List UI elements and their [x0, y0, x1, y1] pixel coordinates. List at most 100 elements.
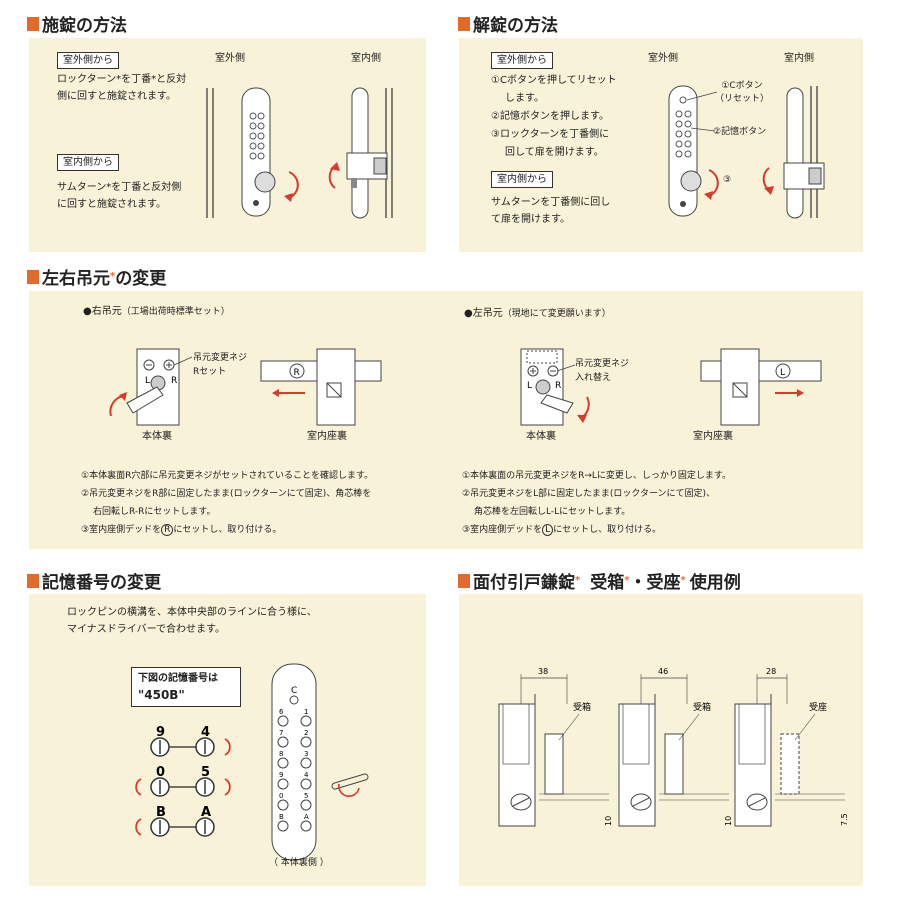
unlock-section-title: 解錠の方法 [458, 11, 558, 36]
usage-example-2: 46 10 受箱 [618, 667, 733, 827]
keypad-body [271, 663, 317, 861]
rotate-arrow-icon [224, 738, 231, 756]
keypad-key [277, 736, 289, 748]
lock-panel: 室外側から ロックターン*を丁番*と反対側に回すと施錠されます。 室内側から サ… [29, 38, 426, 252]
keypad-key-label: 0 [279, 792, 283, 800]
keypad-key [277, 799, 289, 811]
hand-section-title: 左右吊元*の変更 [27, 264, 166, 289]
keypad-key [300, 736, 312, 748]
rotate-arrow-icon [580, 396, 590, 419]
label-step-3: ③ [723, 175, 732, 185]
lock-pin-icon [150, 737, 170, 757]
keypad-key-label: 6 [279, 708, 284, 716]
memory-intro: ロックピンの横溝を、本体中央部のラインに合う様に、マイナスドライバーで合わせます… [67, 607, 317, 635]
circle-l-icon [775, 363, 791, 379]
usage-label: 受箱 [573, 701, 591, 713]
keypad-key-label: B [279, 813, 284, 821]
keypad-key-label: 3 [304, 750, 308, 758]
lr-label-r: R [171, 376, 177, 386]
svg-text:L: L [780, 368, 785, 378]
unlock-outside-tag: 室外側から [491, 52, 553, 69]
pin-label: B [156, 805, 166, 820]
usage-dim-label: 28 [766, 667, 776, 676]
pin-label: 4 [201, 725, 210, 740]
usage-section-title: 面付引戸鎌錠*受箱*・受座*使用例 [458, 568, 741, 593]
keypad-key-label: 7 [279, 729, 283, 737]
lock-inside-tag: 室内側から [57, 154, 119, 171]
lock-section-title: 施錠の方法 [27, 11, 127, 36]
svg-text:R: R [294, 368, 300, 378]
unlock-col-outdoor: 室外側 [648, 53, 678, 64]
left-caption-seat: 室内座裏 [693, 431, 733, 442]
rotate-arrow-icon [338, 783, 360, 797]
title-marker [27, 573, 39, 588]
keypad-key [300, 778, 312, 790]
pin-label: 5 [201, 765, 210, 780]
keypad-key-label: A [304, 813, 309, 821]
lock-pin-icon [195, 777, 215, 797]
unlock-steps: ①Cボタンを押してリセット します。 ②記憶ボタンを押します。 ③ロックターンを… [491, 75, 617, 158]
unlock-col-indoor: 室内側 [784, 53, 814, 64]
memory-panel: ロックピンの横溝を、本体中央部のラインに合う様に、マイナスドライバーで合わせます… [29, 594, 426, 886]
title-marker [458, 573, 470, 588]
usage-small-dim: 10 [724, 816, 733, 826]
left-hand-heading: ●左吊元（現地にて変更願います） [464, 308, 611, 319]
lock-illustration [206, 87, 393, 219]
keypad-key-label: 8 [279, 750, 283, 758]
right-hand-heading: ●右吊元（工場出荷時標準セット） [83, 306, 230, 317]
unlock-illustration [668, 85, 825, 219]
keypad-key [277, 778, 289, 790]
label-c-button: ①Cボタン（リセット） [715, 81, 770, 104]
keypad-key [277, 757, 289, 769]
right-caption-body: 本体裏 [142, 431, 172, 442]
usage-label: 受箱 [693, 701, 711, 713]
lock-outside-tag: 室外側から [57, 52, 119, 69]
lock-pin-icon [195, 817, 215, 837]
left-notes: ①本体裏面の吊元変更ネジをR→Lに変更し、しっかり固定します。 ②吊元変更ネジを… [462, 471, 731, 536]
unlock-inside-tag: 室内側から [491, 171, 553, 188]
usage-label: 受座 [809, 701, 827, 713]
left-callout: 吊元変更ネジ入れ替え [575, 359, 630, 383]
keypad-key-label: 1 [304, 708, 308, 716]
keypad-c-label: C [291, 686, 297, 696]
memory-number-box: 下図の記憶番号は"450B" [131, 667, 241, 707]
usage-dim-label: 46 [658, 667, 668, 676]
left-caption-body: 本体裏 [526, 431, 556, 442]
keypad-key-label: 9 [279, 771, 283, 779]
keypad-key [277, 820, 289, 832]
memory-section-title: 記憶番号の変更 [27, 568, 161, 593]
unlock-body-indoor [786, 87, 804, 219]
keypad-key [300, 715, 312, 727]
keypad-key-label: 5 [304, 792, 308, 800]
circle-r-icon [289, 363, 305, 379]
unlock-body-outdoor [668, 85, 698, 217]
usage-small-dim: 7.5 [840, 813, 849, 826]
memory-caption: （ 本体裏側 ） [269, 858, 329, 868]
lock-col-indoor: 室内側 [351, 53, 381, 64]
unlock-inside-text: サムターンを丁番側に回して扉を開けます。 [491, 197, 611, 225]
rotate-arrow-icon [762, 167, 770, 191]
left-hand-diagram: L R L [520, 348, 822, 426]
pin-label: A [201, 805, 211, 820]
rotate-arrow-icon [109, 395, 124, 417]
lr-label-l: L [527, 381, 532, 391]
rotate-arrow-icon [135, 778, 142, 796]
usage-small-dim: 10 [604, 816, 613, 826]
rotate-arrow-icon [224, 778, 231, 796]
lr-label-r: R [555, 381, 561, 391]
rotate-arrow-icon [135, 818, 142, 836]
title-marker [27, 16, 39, 31]
lock-body-outdoor [241, 87, 271, 217]
keypad-key [300, 757, 312, 769]
keypad-key [277, 715, 289, 727]
right-notes: ①本体裏面R穴部に吊元変更ネジがセットされていることを確認します。 ②吊元変更ネ… [81, 471, 374, 536]
keypad-key [300, 820, 312, 832]
right-hand-diagram: L R R [109, 348, 382, 426]
